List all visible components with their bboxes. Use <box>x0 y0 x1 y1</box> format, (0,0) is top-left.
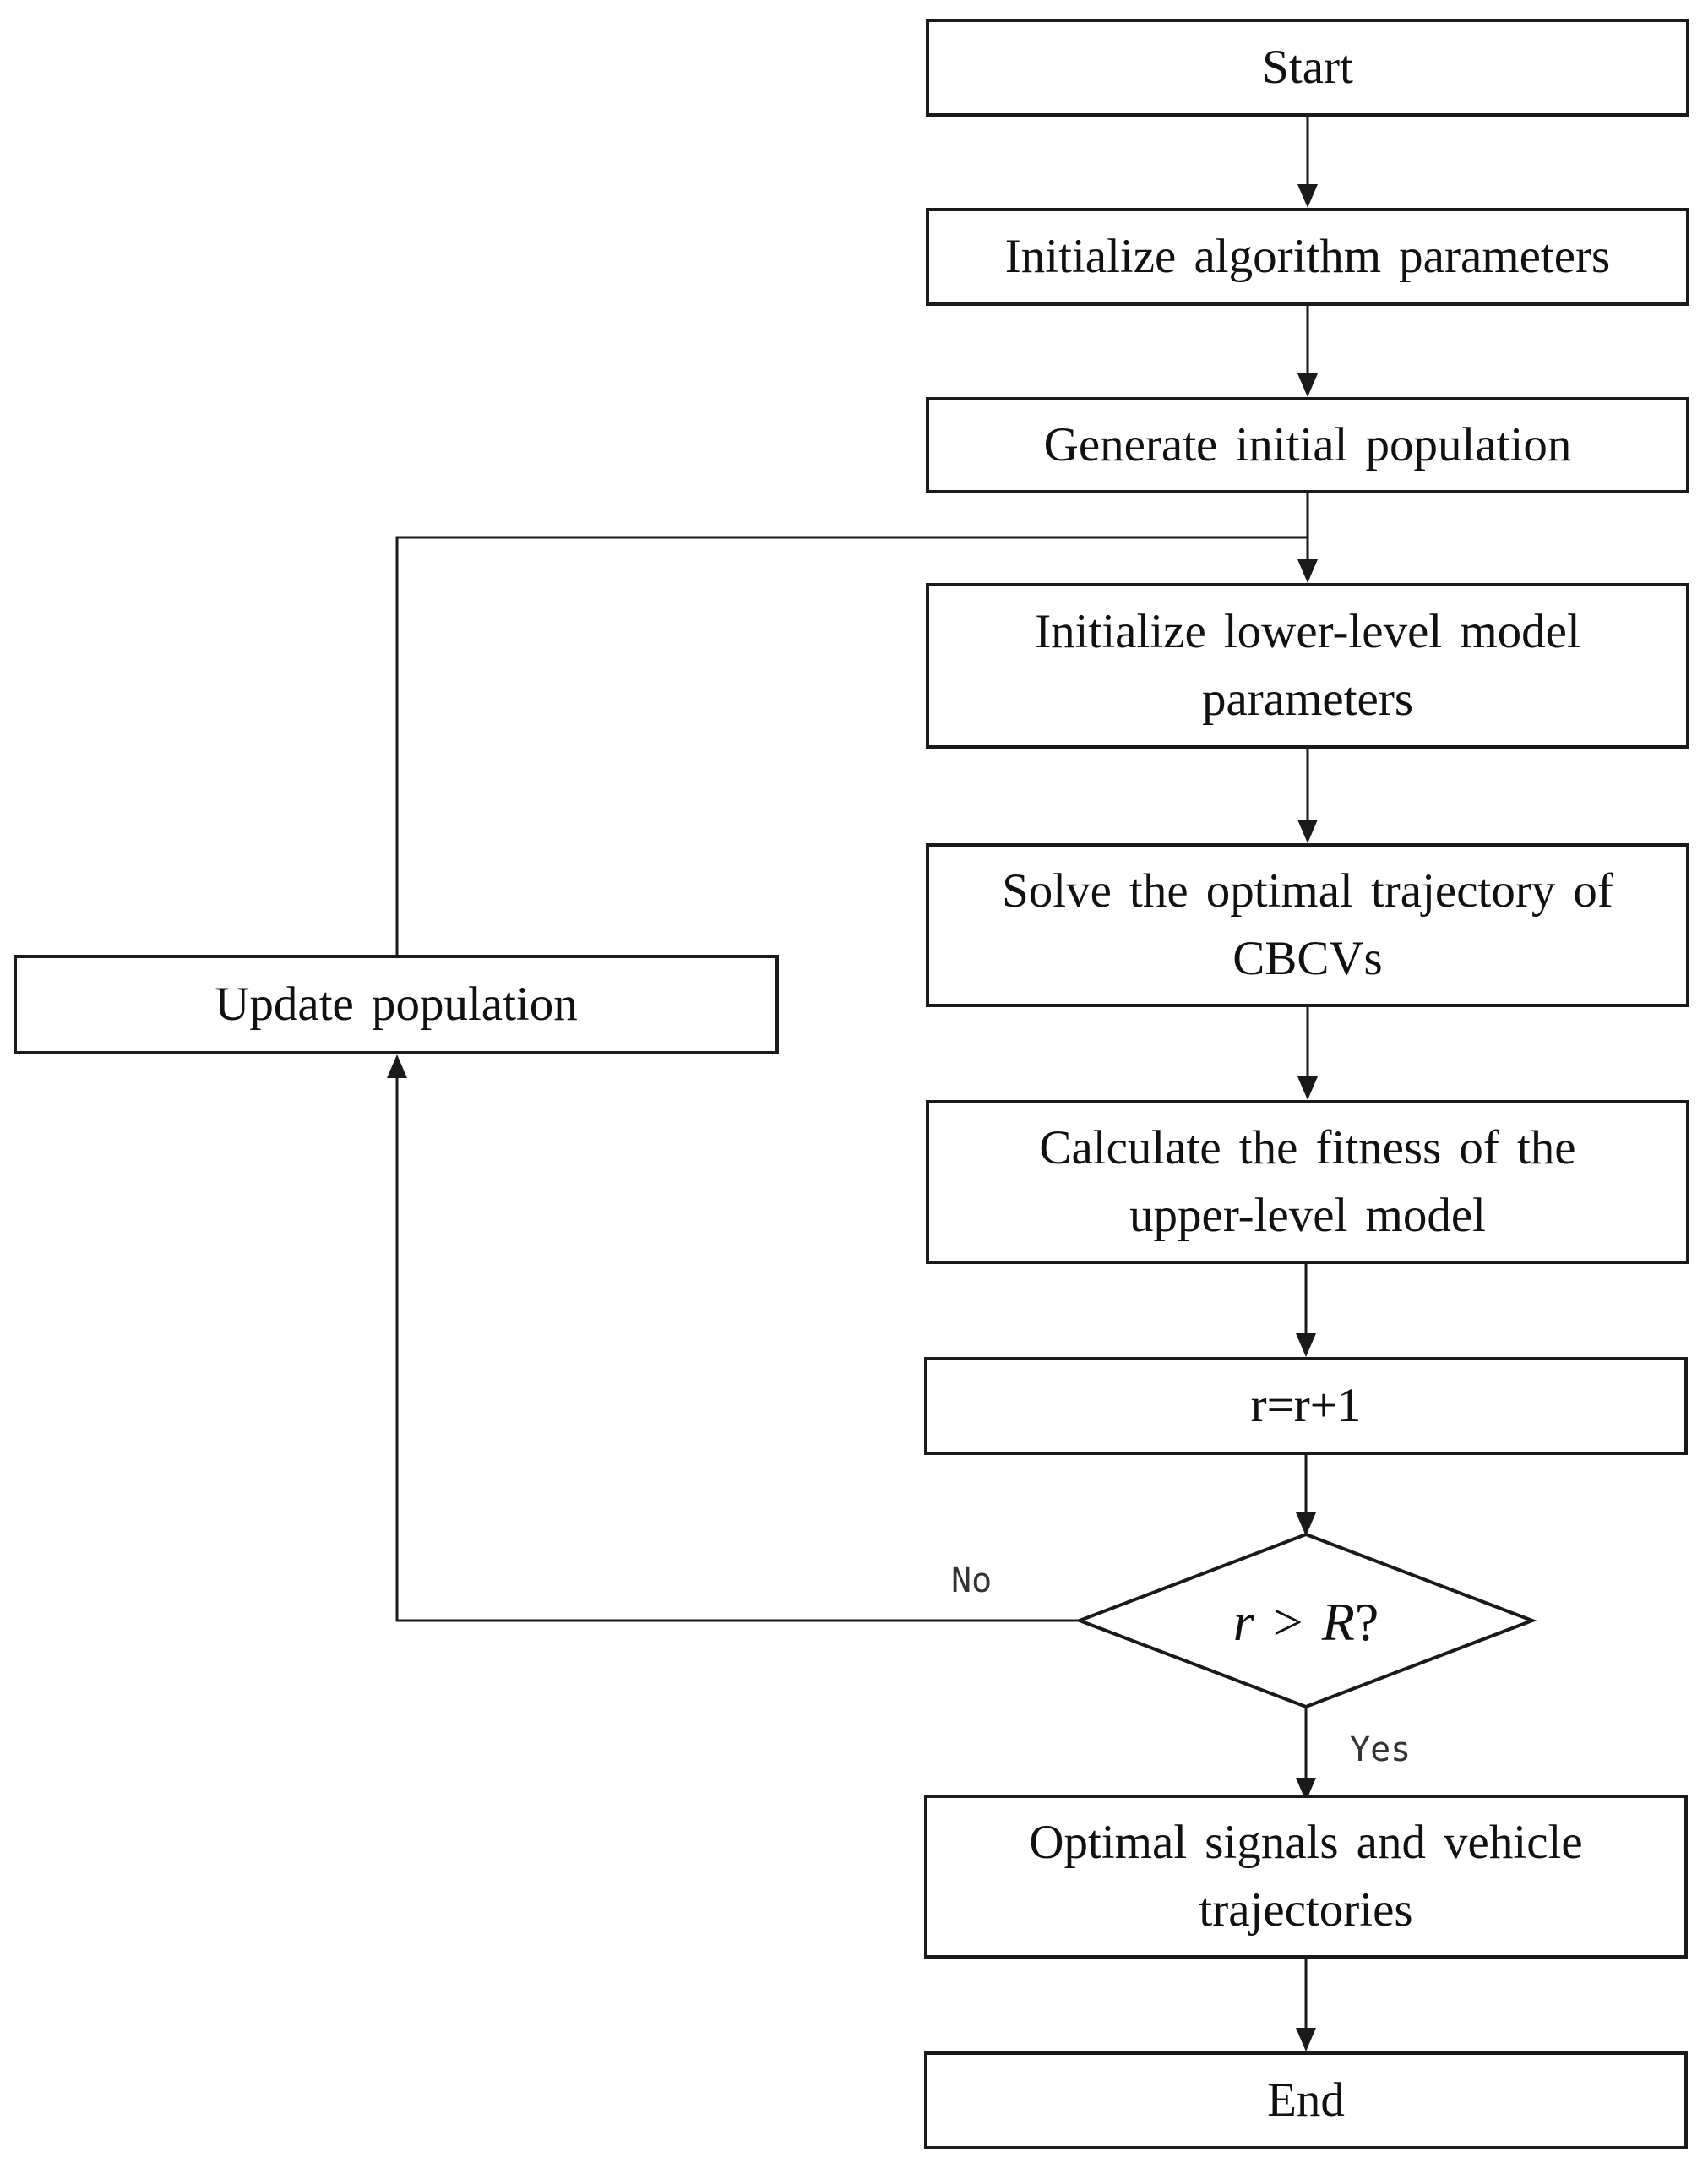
end-node: End <box>924 2051 1688 2149</box>
arrowhead-fitness <box>1297 1076 1318 1100</box>
decision-lhs: r <box>1232 1592 1254 1652</box>
arrowhead-end <box>1296 2028 1316 2051</box>
decision-condition: r > R ? <box>1166 1587 1446 1658</box>
increment-label: r=r+1 <box>1250 1379 1362 1432</box>
decision-suffix: ? <box>1354 1592 1379 1652</box>
decision-operator: > <box>1272 1592 1303 1652</box>
decision-diamond <box>1074 1532 1537 1709</box>
arrowhead-init-params <box>1297 184 1318 208</box>
arrowhead-solve <box>1297 820 1318 843</box>
end-label: End <box>1267 2073 1345 2127</box>
decision-rhs: R <box>1321 1592 1355 1652</box>
solve-trajectory-node: Solve the optimal trajectory of CBCVs <box>926 843 1689 1007</box>
init-params-label: Initialize algorithm parameters <box>1004 230 1611 283</box>
init-lower-node: Initialize lower-level model parameters <box>926 583 1689 749</box>
edge-label-yes: Yes <box>1350 1730 1412 1769</box>
solve-trajectory-label: Solve the optimal trajectory of CBCVs <box>1002 864 1613 985</box>
start-label: Start <box>1262 41 1353 94</box>
generate-population-label: Generate initial population <box>1043 418 1572 471</box>
arrowhead-update-population <box>387 1054 407 1078</box>
update-population-label: Update population <box>215 978 578 1031</box>
edge-label-no: No <box>951 1561 993 1600</box>
arrowhead-decision <box>1296 1512 1316 1536</box>
init-lower-label: Initialize lower-level model parameters <box>1035 605 1580 726</box>
optimal-output-label: Optimal signals and vehicle trajectories <box>1029 1816 1583 1937</box>
init-params-node: Initialize algorithm parameters <box>926 208 1689 306</box>
arrowhead-increment <box>1296 1333 1316 1357</box>
update-population-node: Update population <box>14 955 779 1054</box>
edge-update-to-init-lower <box>395 536 1308 955</box>
calc-fitness-label: Calculate the fitness of the upper-level… <box>1039 1121 1576 1242</box>
start-node: Start <box>926 19 1689 117</box>
optimal-output-node: Optimal signals and vehicle trajectories <box>924 1795 1688 1959</box>
calc-fitness-node: Calculate the fitness of the upper-level… <box>926 1100 1689 1264</box>
arrowhead-generate <box>1297 373 1318 397</box>
arrowhead-init-lower <box>1297 559 1318 583</box>
arrowhead-output <box>1296 1778 1316 1801</box>
increment-node: r=r+1 <box>924 1357 1688 1455</box>
edge-decision-no-to-update <box>395 1071 1080 1622</box>
generate-population-node: Generate initial population <box>926 397 1689 493</box>
